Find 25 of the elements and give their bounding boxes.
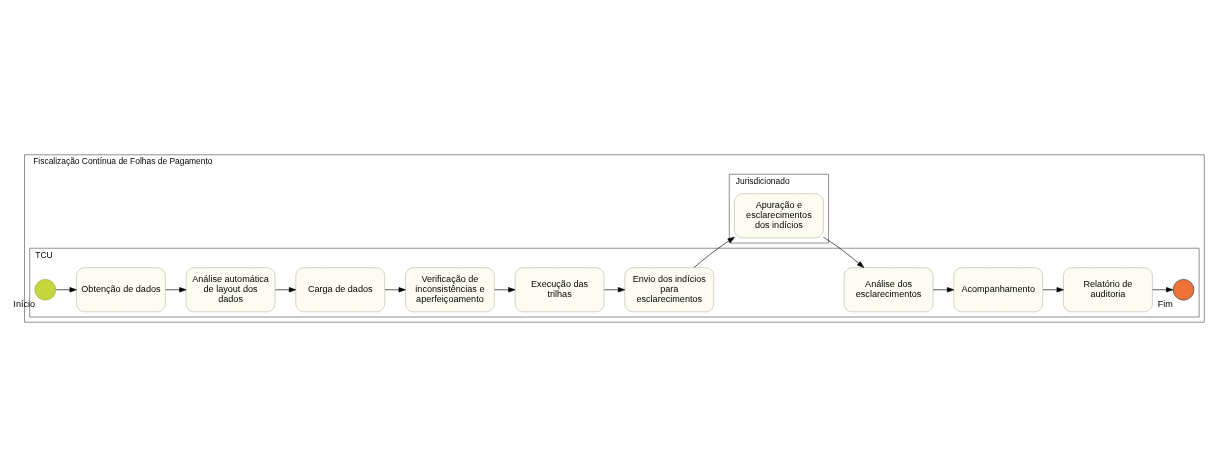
node-box: Análise automática de layout dos dados — [185, 266, 276, 312]
arrow — [165, 286, 187, 292]
arrow — [693, 236, 735, 268]
arrow — [1152, 286, 1174, 292]
arrow — [55, 286, 77, 292]
arrow — [494, 286, 516, 292]
node-circle — [1172, 278, 1195, 300]
arrow — [1042, 286, 1064, 292]
arrow — [604, 286, 626, 292]
arrow — [823, 236, 865, 268]
node-box: Obtenção de dados — [76, 266, 166, 312]
arrow — [275, 286, 297, 292]
node-box: Acompanhamento — [953, 266, 1044, 312]
node-box: Execução das trilhas — [514, 266, 605, 312]
node-box: Envio dos indícios para esclarecimentos — [624, 266, 715, 312]
node-circle — [34, 278, 56, 300]
node-label: Início — [13, 298, 36, 309]
node-box: Análise dos esclarecimentos — [843, 266, 934, 312]
node-box: Carga de dados — [295, 266, 386, 312]
arrow — [933, 286, 955, 292]
node-box: Apuração e esclarecimentos dos indícios — [734, 192, 824, 238]
node-label: Fim — [1157, 298, 1173, 309]
node-box: Verificação de inconsistências e aperfeiçoamento — [405, 266, 495, 312]
arrow — [384, 286, 406, 292]
node-box: Relatório de auditoria — [1063, 266, 1153, 312]
